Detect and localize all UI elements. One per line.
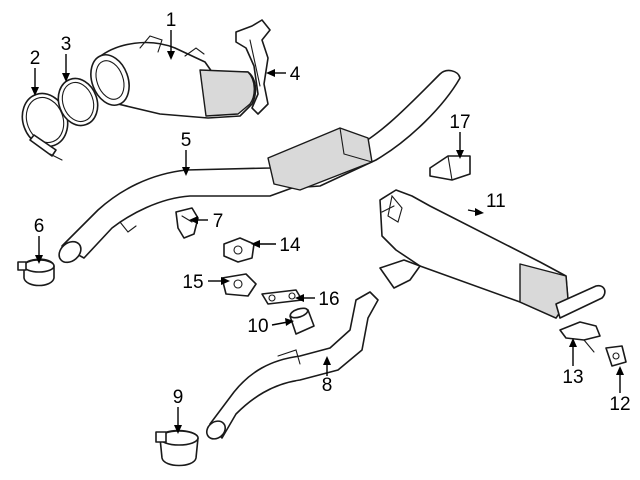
- callout-1: 1: [166, 10, 177, 31]
- arrow-4: [266, 69, 275, 77]
- callout-17: 17: [449, 112, 470, 133]
- part-10-insulator: [289, 307, 315, 335]
- callout-5: 5: [181, 130, 192, 151]
- part-11-muffler: [379, 189, 606, 319]
- callout-9: 9: [173, 387, 184, 408]
- part-14-hanger: [223, 237, 255, 263]
- leader-10: [271, 321, 289, 326]
- part-5-intermediate-pipe: [58, 69, 461, 264]
- arrow-10: [285, 318, 294, 326]
- part-12-insulator: [605, 345, 627, 367]
- part-7-hanger: [175, 207, 199, 239]
- arrow-17: [456, 150, 464, 159]
- arrow-5: [182, 167, 190, 176]
- arrow-9: [174, 425, 182, 434]
- arrow-13: [569, 338, 577, 347]
- arrow-7: [189, 216, 198, 224]
- callout-12: 12: [609, 394, 630, 415]
- arrow-1: [167, 51, 175, 60]
- part-3-gasket: [57, 77, 99, 127]
- callout-8: 8: [322, 375, 333, 396]
- part-16-bracket: [261, 289, 303, 305]
- part-4-bracket: [235, 19, 271, 115]
- part-9-clamp: [155, 429, 199, 467]
- part-17-heat-shield: [429, 155, 471, 181]
- callout-15: 15: [182, 272, 203, 293]
- leader-lines: [34, 30, 621, 428]
- callout-7: 7: [213, 211, 224, 232]
- arrow-3: [62, 73, 70, 82]
- callouts: 1 2 3 4 5 6 7 8 9 10 11 12 13 14 15 16 1…: [30, 10, 631, 415]
- callout-16: 16: [318, 289, 339, 310]
- callout-10: 10: [247, 316, 268, 337]
- callout-11: 11: [486, 191, 506, 212]
- callout-6: 6: [34, 216, 45, 237]
- part-6-clamp: [17, 258, 55, 287]
- callout-14: 14: [279, 235, 301, 256]
- arrow-6: [35, 255, 43, 264]
- arrow-12: [616, 366, 624, 375]
- arrowheads: [31, 51, 624, 434]
- callout-4: 4: [290, 64, 301, 85]
- part-15-bracket: [221, 273, 257, 297]
- arrow-2: [31, 87, 39, 96]
- part-1-converter: [90, 35, 257, 119]
- part-13-hanger: [559, 321, 601, 353]
- arrow-8: [323, 356, 331, 365]
- arrow-15: [221, 277, 230, 285]
- part-8-rear-pipe: [205, 291, 379, 440]
- callout-13: 13: [562, 367, 583, 388]
- callout-2: 2: [30, 48, 41, 69]
- arrow-16: [295, 294, 304, 302]
- arrow-11: [475, 208, 484, 216]
- callout-3: 3: [61, 34, 72, 55]
- arrow-14: [251, 240, 260, 248]
